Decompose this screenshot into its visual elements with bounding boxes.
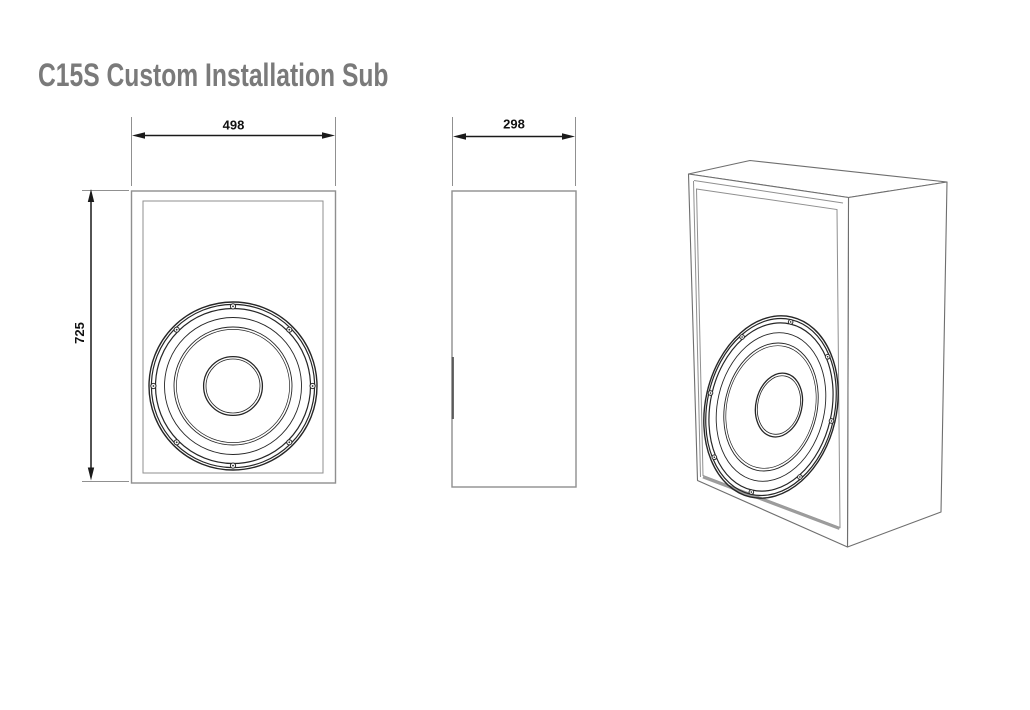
arrow-left <box>453 133 466 140</box>
baffle-top-edge <box>693 180 844 204</box>
arrow-right <box>562 133 575 140</box>
woofer-cone-edge <box>725 345 817 469</box>
woofer-outer-ring <box>148 301 318 471</box>
woofer-dustcap <box>754 372 804 438</box>
arrow-right <box>322 132 335 139</box>
height-dimension: 725 <box>72 189 129 482</box>
baffle-bottom-recess-shadow <box>702 475 841 530</box>
depth-dimension-label: 298 <box>503 117 525 132</box>
side-cabinet-outline <box>451 190 577 488</box>
height-dimension-label: 725 <box>72 322 87 344</box>
depth-dimension: 298 <box>452 117 576 186</box>
arrow-top <box>87 189 95 202</box>
woofer-outer-ring <box>703 315 839 499</box>
perspective-right-face <box>846 181 948 548</box>
front-woofer <box>148 301 318 471</box>
front-view <box>130 190 337 484</box>
front-cabinet-outline <box>130 190 337 484</box>
woofer-surround-inner <box>723 342 819 472</box>
woofer-surround-outer <box>164 317 302 455</box>
width-dimension-label: 498 <box>223 118 245 133</box>
baffle-left-edge <box>693 180 701 478</box>
arrow-bottom <box>87 467 95 481</box>
woofer-dustcap-outer <box>202 355 264 417</box>
page-title: C15S Custom Installation Sub <box>38 57 493 94</box>
woofer-dustcap-inner <box>205 358 261 414</box>
page-title-text: C15S Custom Installation Sub <box>38 57 389 93</box>
width-dimension: 498 <box>131 117 336 186</box>
perspective-woofer <box>703 315 839 499</box>
perspective-view <box>687 159 948 548</box>
arrow-left <box>132 132 145 139</box>
woofer-surround-outer <box>715 332 827 482</box>
woofer-surround-inner <box>173 326 293 446</box>
front-baffle-outline <box>142 200 324 474</box>
side-view <box>451 190 577 488</box>
perspective-baffle-outline <box>695 188 841 529</box>
woofer-cone-edge <box>176 329 290 443</box>
